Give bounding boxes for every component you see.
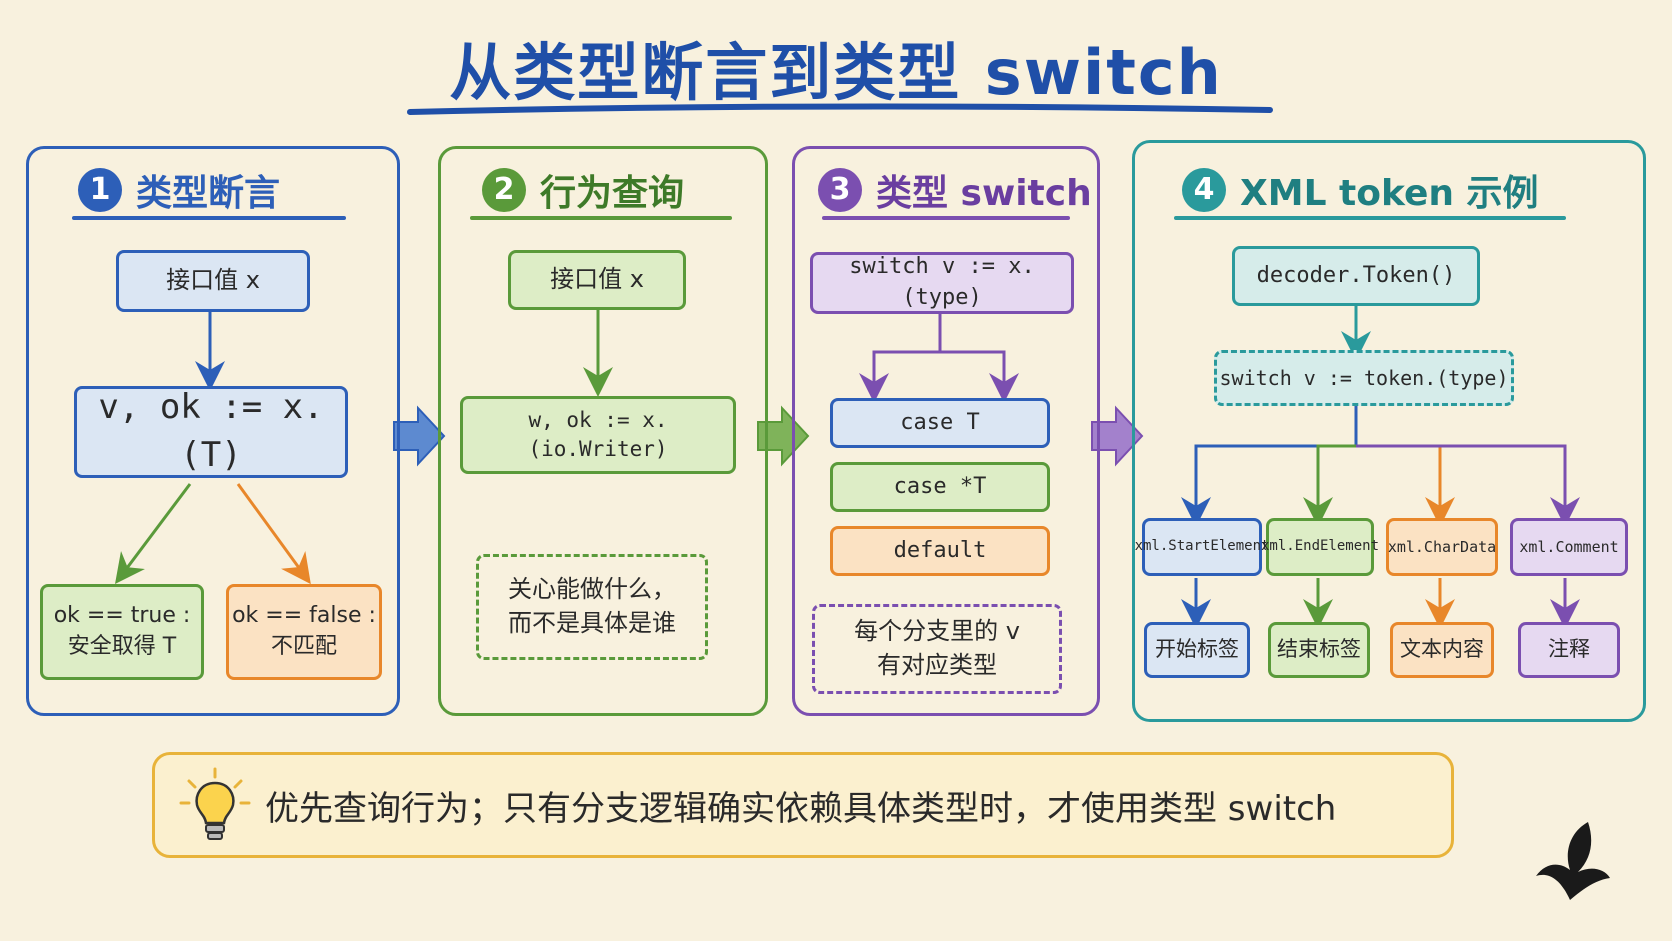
text-content-label: 文本内容 — [1390, 622, 1494, 678]
tip-text: 优先查询行为；只有分支逻辑确实依赖具体类型时，才使用类型 switch — [265, 788, 1337, 829]
xml-start-element-box: xml.StartElement — [1135, 518, 1269, 576]
end-tag-label: 结束标签 — [1268, 622, 1370, 678]
panel-4-underline — [1174, 216, 1566, 220]
token-switch-box: switch v := token.(type) — [1214, 350, 1514, 406]
case-pointer-t-box: case *T — [830, 462, 1050, 512]
interface-value-box: 接口值 x — [116, 250, 310, 312]
panel-type-switch — [792, 146, 1100, 716]
tip-banner: 优先查询行为；只有分支逻辑确实依赖具体类型时，才使用类型 switch — [152, 752, 1454, 858]
panel-behavior-query — [438, 146, 768, 716]
lightbulb-icon — [179, 765, 251, 845]
switch-note: 每个分支里的 v 有对应类型 — [812, 604, 1062, 694]
interface-value-box-2: 接口值 x — [508, 250, 686, 310]
flow-arrow-1-2 — [393, 405, 446, 467]
case-t-box: case T — [830, 398, 1050, 448]
start-tag-label: 开始标签 — [1144, 622, 1250, 678]
switch-statement-box: switch v := x.(type) — [810, 252, 1074, 314]
step-2-badge: 2 — [482, 168, 526, 212]
step-4-badge: 4 — [1182, 168, 1226, 212]
decoder-token-box: decoder.Token() — [1232, 246, 1480, 306]
panel-3-underline — [822, 216, 1070, 220]
panel-xml-token-example — [1132, 140, 1646, 722]
comment-label: 注释 — [1518, 622, 1620, 678]
page-title: 从类型断言到类型 switch — [449, 36, 1223, 109]
panel-2-underline — [470, 216, 732, 220]
panel-1-underline — [72, 216, 346, 220]
behavior-note: 关心能做什么， 而不是具体是谁 — [476, 554, 708, 660]
step-1-badge: 1 — [78, 168, 122, 212]
panel-type-assertion — [26, 146, 400, 716]
step-3-badge: 3 — [818, 168, 862, 212]
behavior-query-expression-box: w, ok := x.(io.Writer) — [460, 396, 736, 474]
butterfly-logo-icon — [1530, 818, 1614, 906]
xml-comment-box: xml.Comment — [1510, 518, 1628, 576]
ok-false-box: ok == false : 不匹配 — [226, 584, 382, 680]
xml-char-data-box: xml.CharData — [1386, 518, 1498, 576]
xml-end-element-box: xml.EndElement — [1261, 518, 1379, 576]
assertion-expression-box: v, ok := x.(T) — [74, 386, 348, 478]
default-case-box: default — [830, 526, 1050, 576]
ok-true-box: ok == true : 安全取得 T — [40, 584, 204, 680]
